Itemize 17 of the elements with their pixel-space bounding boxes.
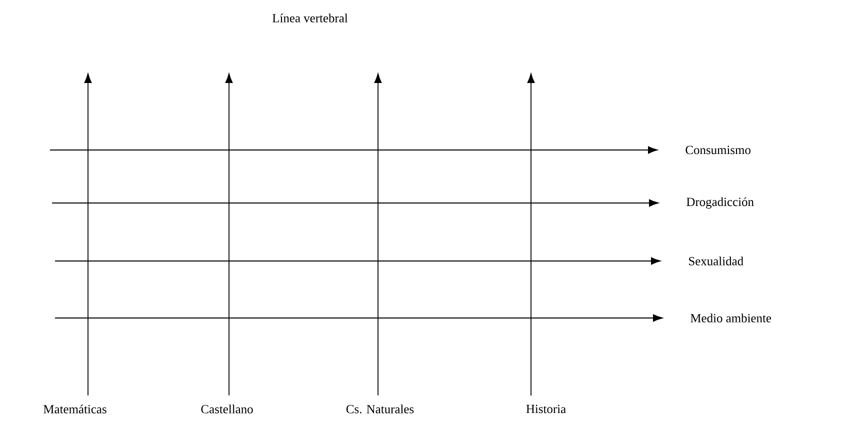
title: Línea vertebral: [272, 14, 348, 22]
arrow: [225, 73, 233, 396]
topic-label: Medio ambiente: [690, 314, 772, 322]
arrow: [54, 257, 661, 265]
arrow: [527, 73, 535, 396]
topic-label: Sexualidad: [689, 256, 744, 266]
topic-label: Consumismo: [686, 146, 750, 154]
subject-label: Castellano: [201, 404, 253, 414]
arrow: [50, 146, 658, 154]
topic-label: Drogadicción: [686, 197, 754, 209]
arrow: [54, 314, 663, 322]
subject-label: Matemáticas: [44, 404, 106, 414]
subject-label: Cs. Naturales: [346, 404, 414, 414]
arrow: [84, 73, 92, 396]
arrow: [374, 73, 382, 396]
subject-label: Historia: [526, 404, 566, 414]
arrow: [52, 199, 659, 207]
